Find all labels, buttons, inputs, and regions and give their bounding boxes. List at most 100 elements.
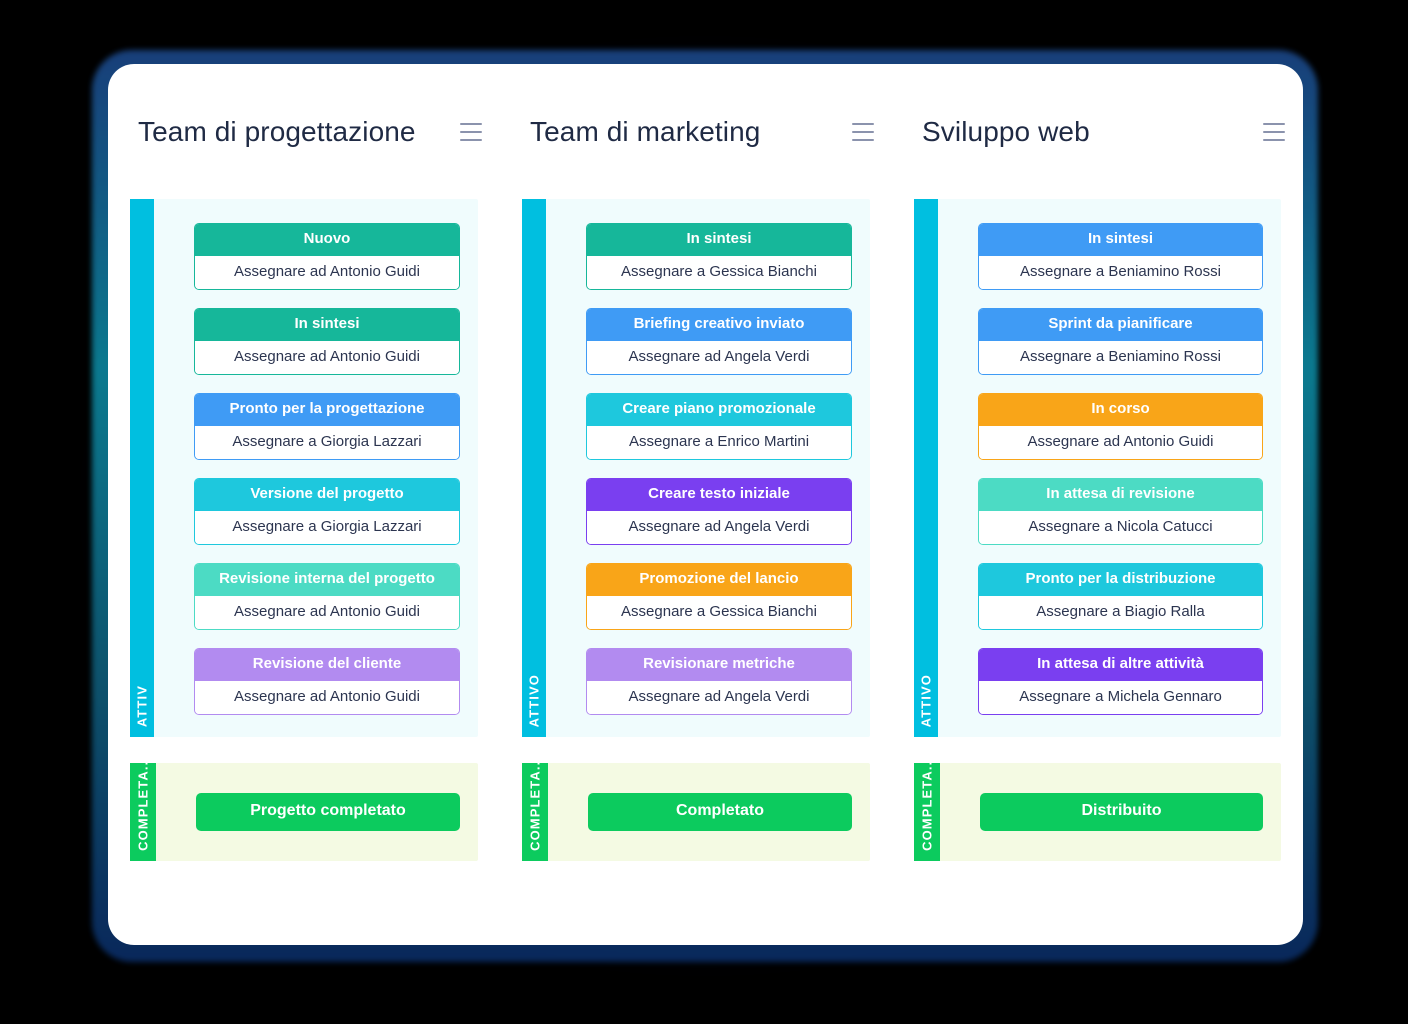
active-lane-bar-1: ATTIV [130,199,154,737]
task-assignee: Assegnare a Gessica Bianchi [587,255,851,289]
board-column-2: ATTIVO In sintesi Assegnare a Gessica Bi… [500,199,892,945]
board-column-1: ATTIV Nuovo Assegnare ad Antonio Guidi I… [108,199,500,945]
task-card[interactable]: In attesa di revisione Assegnare a Nicol… [978,478,1263,545]
column-title-1: Team di progettazione [138,115,416,147]
column-title-3: Sviluppo web [922,115,1090,147]
task-status: In corso [979,394,1262,426]
task-status: In sintesi [587,224,851,256]
task-card[interactable]: Revisione del cliente Assegnare ad Anton… [194,648,460,715]
task-card[interactable]: In sintesi Assegnare a Beniamino Rossi [978,223,1263,290]
task-card[interactable]: In attesa di altre attività Assegnare a … [978,648,1263,715]
task-status: Briefing creativo inviato [587,309,851,341]
task-assignee: Assegnare ad Antonio Guidi [195,255,459,289]
task-card[interactable]: Versione del progetto Assegnare a Giorgi… [194,478,460,545]
task-card[interactable]: Promozione del lancio Assegnare a Gessic… [586,563,852,630]
column-header-3: Sviluppo web [892,64,1303,199]
done-lane-1: COMPLETA... Progetto completato [130,756,478,861]
task-assignee: Assegnare ad Antonio Guidi [979,425,1262,459]
task-card[interactable]: Revisionare metriche Assegnare ad Angela… [586,648,852,715]
task-assignee: Assegnare ad Antonio Guidi [195,680,459,714]
done-task-pill[interactable]: Distribuito [980,793,1263,831]
hamburger-line [852,130,874,133]
task-card[interactable]: Briefing creativo inviato Assegnare ad A… [586,308,852,375]
task-status: In sintesi [979,224,1262,256]
done-lane-2: COMPLETA... Completato [522,756,870,861]
task-status: Revisionare metriche [587,649,851,681]
task-status: Creare piano promozionale [587,394,851,426]
active-lane-label-3: ATTIVO [918,673,934,727]
hamburger-line [460,122,482,125]
task-assignee: Assegnare ad Angela Verdi [587,680,851,714]
done-lane-label-2: COMPLETA... [527,755,543,851]
task-assignee: Assegnare ad Antonio Guidi [195,340,459,374]
done-lane-label-3: COMPLETA... [919,755,935,851]
active-lane-3: ATTIVO In sintesi Assegnare a Beniamino … [914,199,1281,737]
active-lane-label-2: ATTIVO [526,673,542,727]
done-task-pill[interactable]: Progetto completato [196,793,460,831]
done-lane-3: COMPLETA... Distribuito [914,756,1281,861]
task-status: Pronto per la progettazione [195,394,459,426]
task-card[interactable]: In sintesi Assegnare ad Antonio Guidi [194,308,460,375]
task-status: Revisione del cliente [195,649,459,681]
task-assignee: Assegnare a Beniamino Rossi [979,340,1262,374]
hamburger-line [460,130,482,133]
task-status: Promozione del lancio [587,564,851,596]
task-card[interactable]: Pronto per la progettazione Assegnare a … [194,393,460,460]
done-lane-body-3: Distribuito [940,763,1281,861]
board-column-3: ATTIVO In sintesi Assegnare a Beniamino … [892,199,1303,945]
task-assignee: Assegnare a Nicola Catucci [979,510,1262,544]
done-lane-bar-3: COMPLETA... [914,756,940,861]
active-lane-2: ATTIVO In sintesi Assegnare a Gessica Bi… [522,199,870,737]
task-status: In attesa di altre attività [979,649,1262,681]
task-status: Revisione interna del progetto [195,564,459,596]
task-card[interactable]: In corso Assegnare ad Antonio Guidi [978,393,1263,460]
hamburger-line [1263,122,1285,125]
done-lane-body-2: Completato [548,763,870,861]
task-card[interactable]: Creare piano promozionale Assegnare a En… [586,393,852,460]
hamburger-line [852,122,874,125]
task-status: Nuovo [195,224,459,256]
active-lane-bar-2: ATTIVO [522,199,546,737]
column-header-1: Team di progettazione [108,64,500,199]
board-header-row: Team di progettazione Team di marketing … [108,64,1303,199]
done-lane-bar-2: COMPLETA... [522,756,548,861]
done-lane-bar-1: COMPLETA... [130,756,156,861]
task-card[interactable]: Revisione interna del progetto Assegnare… [194,563,460,630]
done-lane-body-1: Progetto completato [156,763,478,861]
task-assignee: Assegnare a Biagio Ralla [979,595,1262,629]
active-lane-body-1: Nuovo Assegnare ad Antonio Guidi In sint… [154,199,478,737]
column-header-2: Team di marketing [500,64,892,199]
task-assignee: Assegnare a Giorgia Lazzari [195,510,459,544]
task-assignee: Assegnare a Michela Gennaro [979,680,1262,714]
task-card[interactable]: In sintesi Assegnare a Gessica Bianchi [586,223,852,290]
task-status: Pronto per la distribuzione [979,564,1262,596]
task-assignee: Assegnare a Beniamino Rossi [979,255,1262,289]
task-card[interactable]: Sprint da pianificare Assegnare a Beniam… [978,308,1263,375]
active-lane-body-2: In sintesi Assegnare a Gessica Bianchi B… [546,199,870,737]
task-assignee: Assegnare a Enrico Martini [587,425,851,459]
active-lane-label-1: ATTIV [134,684,150,727]
done-lane-label-1: COMPLETA... [135,755,151,851]
hamburger-line [460,138,482,141]
active-lane-1: ATTIV Nuovo Assegnare ad Antonio Guidi I… [130,199,478,737]
task-assignee: Assegnare ad Angela Verdi [587,340,851,374]
active-lane-bar-3: ATTIVO [914,199,938,737]
hamburger-line [1263,130,1285,133]
task-assignee: Assegnare a Giorgia Lazzari [195,425,459,459]
hamburger-line [1263,138,1285,141]
task-status: In sintesi [195,309,459,341]
board-columns: ATTIV Nuovo Assegnare ad Antonio Guidi I… [108,199,1303,945]
task-card[interactable]: Pronto per la distribuzione Assegnare a … [978,563,1263,630]
task-status: Creare testo iniziale [587,479,851,511]
done-task-pill[interactable]: Completato [588,793,852,831]
column-title-2: Team di marketing [530,115,761,147]
hamburger-icon-3[interactable] [1263,122,1289,141]
task-assignee: Assegnare ad Antonio Guidi [195,595,459,629]
task-status: In attesa di revisione [979,479,1262,511]
hamburger-icon-2[interactable] [852,122,878,141]
task-card[interactable]: Creare testo iniziale Assegnare ad Angel… [586,478,852,545]
task-card[interactable]: Nuovo Assegnare ad Antonio Guidi [194,223,460,290]
hamburger-icon-1[interactable] [460,122,486,141]
task-status: Sprint da pianificare [979,309,1262,341]
